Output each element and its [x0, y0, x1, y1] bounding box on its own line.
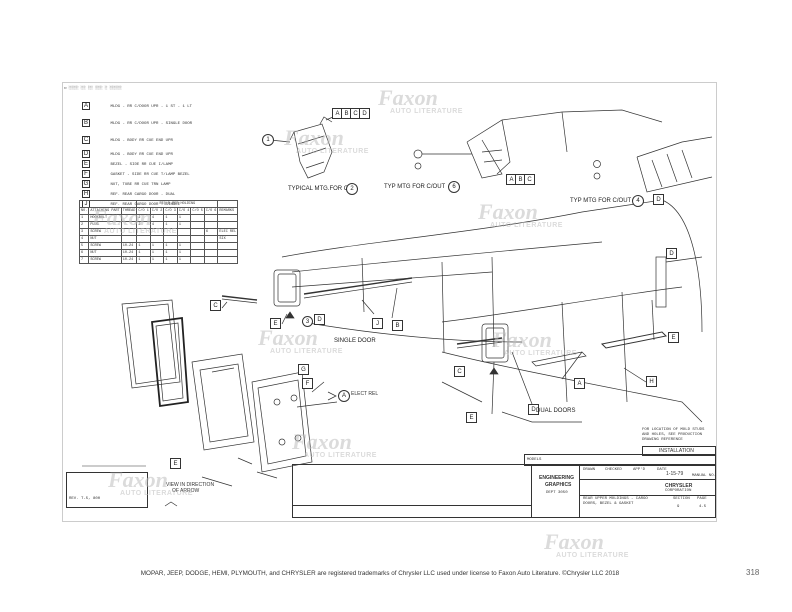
attaching-parts-table: REQ'D PER HOLDING NO. ATTACHING PART THR…: [78, 200, 239, 264]
callout-c-4: C: [454, 366, 465, 377]
parts-list-row: E BEZEL - SIDE RR CUE I/LAMP: [82, 160, 173, 168]
typ-mtg-4-label: TYP MTG FOR C/OUT: [570, 198, 632, 204]
header-stamp: ▭ ░░░░ ░░ ░░ ░░░ ░ ░░░░░: [64, 87, 122, 91]
callout-d: D: [359, 108, 370, 119]
callout-6: 6: [448, 181, 460, 193]
callout-g: G: [298, 364, 309, 375]
dual-doors-label: DUAL DOORS: [536, 408, 576, 414]
trademark-notice: MOPAR, JEEP, DODGE, HEMI, PLYMOUTH, and …: [140, 570, 620, 577]
callout-h: H: [646, 376, 657, 387]
corporation-text: CORPORATION: [665, 489, 692, 493]
drawn-label: DRAWN: [583, 468, 596, 472]
engineering-label: ENGINEERING: [539, 475, 575, 481]
callout-c-3: C: [210, 300, 221, 311]
callout-4: 4: [632, 195, 644, 207]
view-direction-label: VIEW IN DIRECTION: [166, 482, 215, 488]
callout-a-3: A: [574, 378, 585, 389]
callout-d-5: D: [528, 404, 539, 415]
production-note: FOR LOCATION OF MOLD STUDS AND HOLES, SE…: [642, 428, 705, 442]
callout-3: 3: [302, 316, 313, 327]
parts-list-row: H REF. REAR CARGO DOOR - DUAL: [82, 190, 176, 198]
callout-e: E: [270, 318, 281, 329]
callout-e-3: E: [466, 412, 477, 423]
callout-b-3: B: [392, 320, 403, 331]
section-label: SECTION: [673, 497, 690, 501]
callout-e-2: E: [668, 332, 679, 343]
callout-e-4: E: [170, 458, 181, 469]
title-block: ENGINEERING GRAPHICS DEPT 3050 DRAWN CHE…: [292, 464, 716, 518]
installation-label: INSTALLATION: [659, 448, 694, 454]
parts-list-row: B MLDG - RR C/DOOR UPR - SINGLE DOOR: [82, 119, 193, 127]
revision-text: REV. T-5, 800: [69, 497, 101, 501]
parts-list-row: A MLDG - RR C/DOOR UPR - 1 ST - 1 LT: [82, 102, 193, 110]
drawing-sheet: ▭ ░░░░ ░░ ░░ ░░░ ░ ░░░░░ A MLDG - RR C/D…: [62, 82, 717, 522]
models-bar: MODELS: [524, 454, 716, 466]
parts-list-row: F GASKET - SIDE RR CUE T/LAMP BEZEL: [82, 162, 190, 180]
date-label: DATE: [657, 468, 667, 472]
appd-label: APP'D: [633, 468, 646, 472]
typical-mtg-label: TYPICAL MTG.FOR C/O: [288, 186, 355, 192]
line-drawing: [62, 82, 717, 522]
callout-1: 1: [262, 134, 274, 146]
checked-label: CHECKED: [605, 468, 622, 472]
page-number: 318: [746, 568, 760, 577]
page-label: PAGE: [697, 497, 707, 501]
dept-label: DEPT 3050: [546, 491, 568, 495]
callout-d-3: D: [314, 314, 325, 325]
callout-j: J: [372, 318, 383, 329]
parts-list-row: D MLDG - BODY RR CUE END UPR: [82, 150, 173, 158]
date-value: 1-15-79: [666, 471, 684, 477]
models-label: MODELS: [527, 458, 542, 462]
elect-rel-label: ELECT REL: [351, 391, 379, 397]
callout-c-2: C: [524, 174, 535, 185]
single-door-label: SINGLE DOOR: [334, 338, 376, 344]
callout-d-4: D: [666, 248, 677, 259]
typ-mtg-6-label: TYP MTG FOR C/OUT: [384, 184, 446, 190]
callout-d-2: D: [653, 194, 664, 205]
table-header-top: REQ'D PER HOLDING: [136, 200, 219, 208]
revision-block: REV. T-5, 800: [66, 472, 148, 508]
chrysler-logo-text: CHRYSLER: [665, 483, 693, 489]
of-arrow-label: OF ARROW: [172, 488, 200, 494]
page-value: 4.5: [699, 505, 707, 509]
table-header-row: NO. ATTACHING PART THREAD C/O 1 C/O 2 C/…: [78, 207, 239, 215]
manual-no-label: MANUAL NO.: [692, 474, 717, 478]
parts-list-row: G NUT, TUBE RR CUE TRN LAMP: [82, 180, 171, 188]
parts-list-row: C MLDG - BODY RR CUE END UPR: [82, 136, 173, 144]
installation-bar: INSTALLATION: [642, 446, 716, 456]
graphics-label: GRAPHICS: [545, 482, 572, 488]
drawing-description: REAR UPPER MOLDINGS - CARGO DOORS, BEZEL…: [583, 497, 648, 506]
callout-a-circle: A: [338, 390, 350, 402]
callout-f: F: [302, 378, 313, 389]
callout-2: 2: [346, 183, 358, 195]
section-value: 9: [677, 505, 680, 509]
